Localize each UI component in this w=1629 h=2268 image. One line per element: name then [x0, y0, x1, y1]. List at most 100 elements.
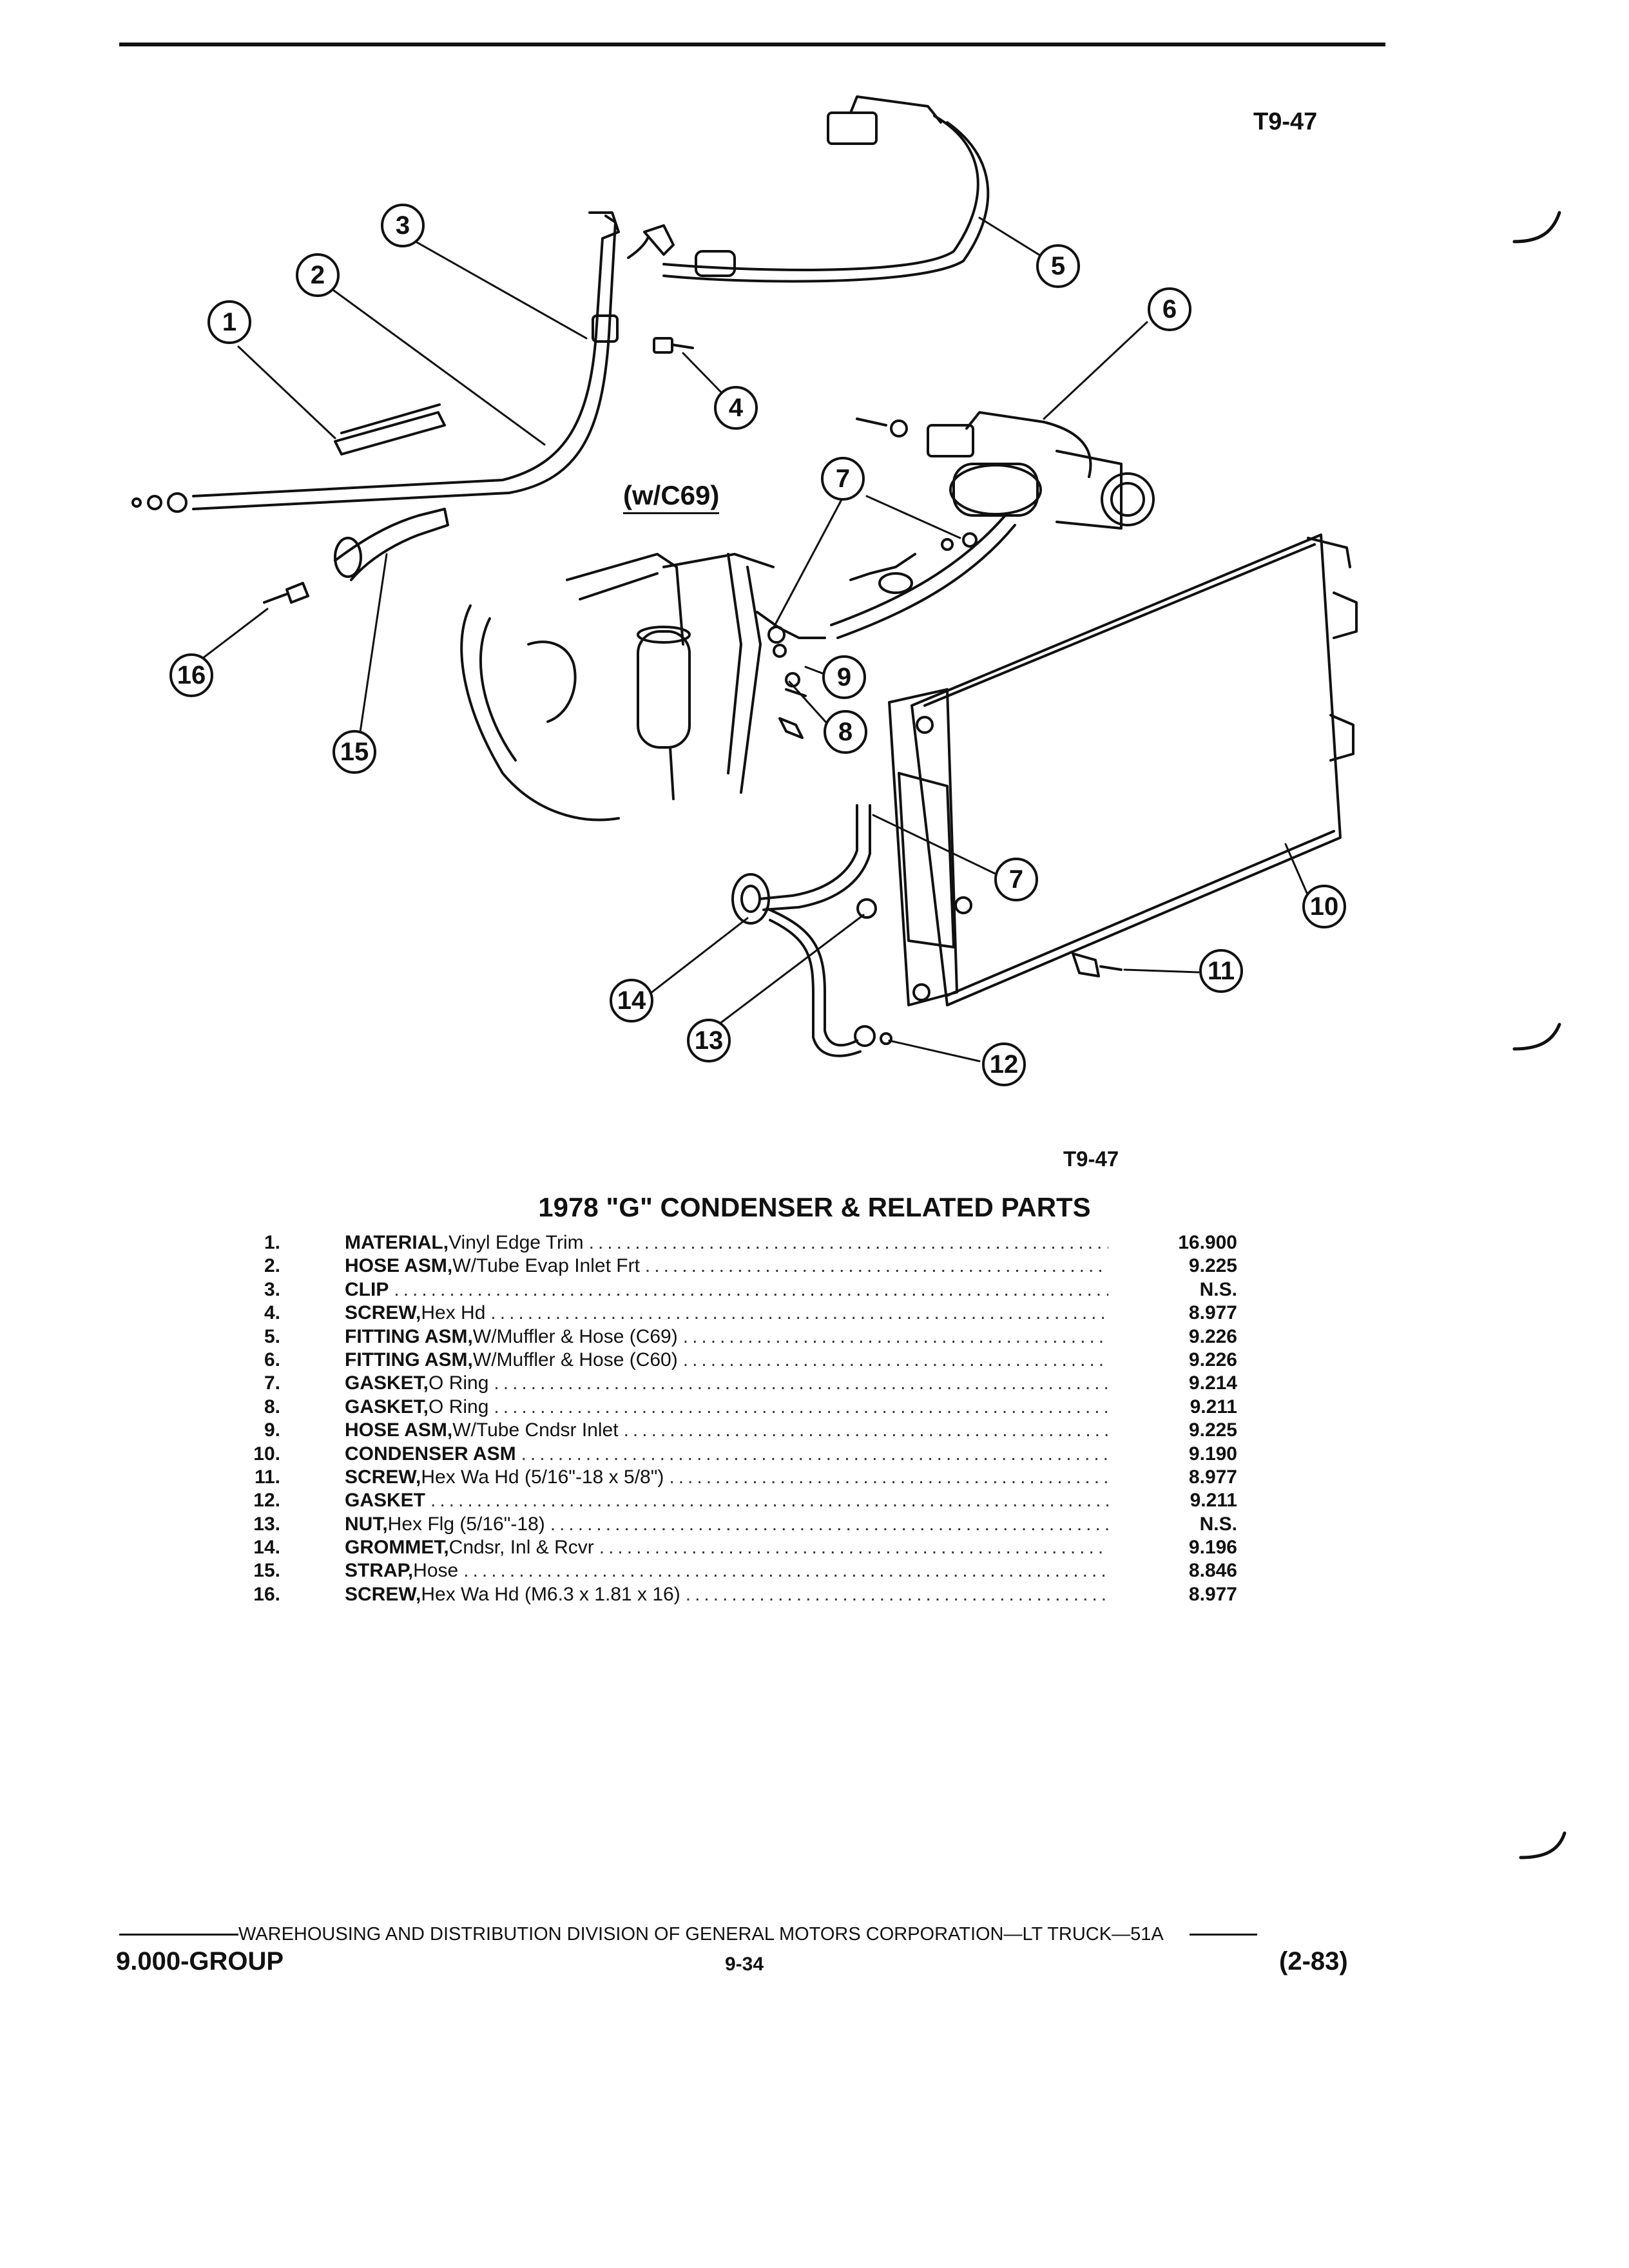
part-description: FITTING ASM, W/Muffler & Hose (C69).....… — [345, 1326, 1108, 1348]
callout-circle-9 — [822, 655, 866, 699]
part-qualifier: Hose — [413, 1560, 459, 1582]
callout-circle-14 — [610, 979, 653, 1023]
part-row: 6. FITTING ASM, W/Muffler & Hose (C60)...… — [226, 1349, 1237, 1372]
part-group-ref: 9.211 — [1190, 1396, 1237, 1418]
part-row: 16.SCREW, Hex Wa Hd (M6.3 x 1.81 x 16)..… — [226, 1584, 1237, 1607]
part-number: 16. — [253, 1583, 280, 1605]
part-qualifier: O Ring — [429, 1396, 489, 1418]
receiver-drawing — [637, 626, 691, 800]
callout-circle-16 — [169, 653, 213, 697]
part-qualifier: W/Tube Cndsr Inlet — [452, 1419, 619, 1441]
part-row: 15. STRAP, Hose..........................… — [226, 1560, 1237, 1583]
part-name: GASKET — [345, 1490, 426, 1512]
part-group-ref: 9.225 — [1188, 1255, 1237, 1277]
callout-4: 4 — [729, 394, 744, 422]
part-number: 10. — [253, 1443, 280, 1465]
dot-leader: ........................................… — [430, 1490, 1108, 1512]
part-group-ref: N.S. — [1199, 1513, 1237, 1535]
callout-11: 11 — [1208, 957, 1235, 985]
part-number: 11. — [254, 1466, 280, 1488]
part-number: 6. — [264, 1349, 280, 1370]
callout-circle-7a — [821, 457, 865, 501]
figure-id-top: T9-47 — [1253, 108, 1318, 135]
dot-leader: ........................................… — [588, 1232, 1108, 1253]
callout-circle-8 — [824, 710, 867, 754]
callout-circle-13 — [687, 1019, 731, 1062]
part-row: 12. GASKET...............................… — [226, 1490, 1237, 1513]
callout-7a: 7 — [836, 465, 850, 493]
part-description: CLIP....................................… — [345, 1279, 1108, 1301]
condenser-10-drawing — [888, 533, 1358, 1006]
part-row: 13.NUT, Hex Flg (5/16"-18)..............… — [226, 1514, 1237, 1537]
part-number: 7. — [264, 1372, 280, 1394]
callout-3: 3 — [396, 211, 410, 240]
dot-leader: ........................................… — [599, 1537, 1108, 1559]
part-group-ref: 8.977 — [1188, 1583, 1237, 1605]
part-name: SCREW, — [345, 1583, 421, 1605]
part-number: 1. — [264, 1232, 280, 1253]
part-name: GASKET, — [345, 1372, 429, 1394]
callout-9: 9 — [837, 663, 851, 691]
part-description: SCREW, Hex Hd...........................… — [345, 1302, 1108, 1324]
part-description: SCREW, Hex Wa Hd (5/16"-18 x 5/8")......… — [345, 1466, 1108, 1488]
callout-16: 16 — [177, 661, 206, 689]
callout-circle-15 — [333, 730, 376, 774]
callout-1: 1 — [222, 308, 236, 336]
variant-label: (w/C69) — [623, 480, 720, 514]
parts-list: 1. MATERIAL, Vinyl Edge Trim.............… — [226, 1232, 1237, 1607]
part-number: 3. — [264, 1278, 280, 1300]
callout-12: 12 — [990, 1050, 1019, 1079]
part-number: 2. — [264, 1255, 280, 1277]
callout-10: 10 — [1310, 892, 1339, 921]
dot-leader: ........................................… — [644, 1255, 1108, 1277]
part-group-ref: 9.226 — [1188, 1325, 1237, 1347]
part-description: STRAP, Hose.............................… — [345, 1560, 1108, 1582]
callout-7b: 7 — [1009, 865, 1023, 894]
part-name: MATERIAL, — [345, 1232, 449, 1253]
part-description: FITTING ASM, W/Muffler & Hose (C60).....… — [345, 1349, 1108, 1371]
part-row: 5.FITTING ASM, W/Muffler & Hose (C69)...… — [226, 1326, 1237, 1349]
footer-division-line: WAREHOUSING AND DISTRIBUTION DIVISION OF… — [119, 1924, 1360, 1945]
callout-circle-12 — [982, 1043, 1026, 1086]
part-number: 9. — [264, 1419, 280, 1441]
part-group-ref: 8.846 — [1188, 1560, 1237, 1582]
callout-circle-2 — [296, 253, 340, 297]
part-group-ref: N.S. — [1199, 1278, 1237, 1300]
callout-6: 6 — [1162, 295, 1177, 323]
part-number: 8. — [264, 1396, 280, 1418]
fittings-7-8-9-drawing — [756, 611, 826, 739]
callout-14: 14 — [617, 986, 646, 1015]
part-qualifier: Hex Hd — [421, 1302, 486, 1324]
part-qualifier: Vinyl Edge Trim — [448, 1232, 584, 1253]
part-row: 3. CLIP..................................… — [226, 1279, 1237, 1302]
top-rule — [119, 43, 1385, 46]
part-name: STRAP, — [345, 1560, 414, 1582]
part-description: CONDENSER ASM...........................… — [345, 1443, 1108, 1465]
screw-4-drawing — [653, 337, 694, 354]
part-description: GASKET, O Ring..........................… — [345, 1396, 1108, 1418]
part-row: 1. MATERIAL, Vinyl Edge Trim.............… — [226, 1232, 1237, 1255]
part-name: CONDENSER ASM — [345, 1443, 516, 1465]
callout-8: 8 — [838, 718, 853, 746]
part-row: 8. GASKET, O Ring........................… — [226, 1396, 1237, 1419]
part-row: 11. SCREW, Hex Wa Hd (5/16"-18 x 5/8")...… — [226, 1466, 1237, 1490]
figure-id-bottom: T9-47 — [1063, 1147, 1119, 1171]
dot-leader: ........................................… — [682, 1349, 1108, 1370]
callout-circle-5 — [1036, 244, 1080, 288]
part-row: 14.GROMMET, Cndsr, Inl & Rcvr...........… — [226, 1537, 1237, 1560]
callout-circle-10 — [1302, 885, 1346, 928]
dot-leader: ........................................… — [623, 1419, 1108, 1441]
part-qualifier: W/Tube Evap Inlet Frt — [452, 1255, 640, 1277]
hose-9-drawing — [830, 514, 1016, 639]
part-number: 12. — [253, 1490, 280, 1512]
part-group-ref: 9.211 — [1190, 1490, 1237, 1512]
part-number: 4. — [264, 1302, 280, 1324]
callout-circle-11 — [1199, 949, 1243, 993]
hose-5-drawing — [662, 95, 990, 283]
part-qualifier: Hex Flg (5/16"-18) — [387, 1513, 545, 1535]
footer-division-text: WAREHOUSING AND DISTRIBUTION DIVISION OF… — [238, 1924, 1164, 1945]
part-description: GASKET, O Ring..........................… — [345, 1372, 1108, 1394]
part-name: GASKET, — [345, 1396, 429, 1418]
part-number: 15. — [253, 1560, 280, 1582]
callout-circle-3 — [381, 204, 425, 247]
